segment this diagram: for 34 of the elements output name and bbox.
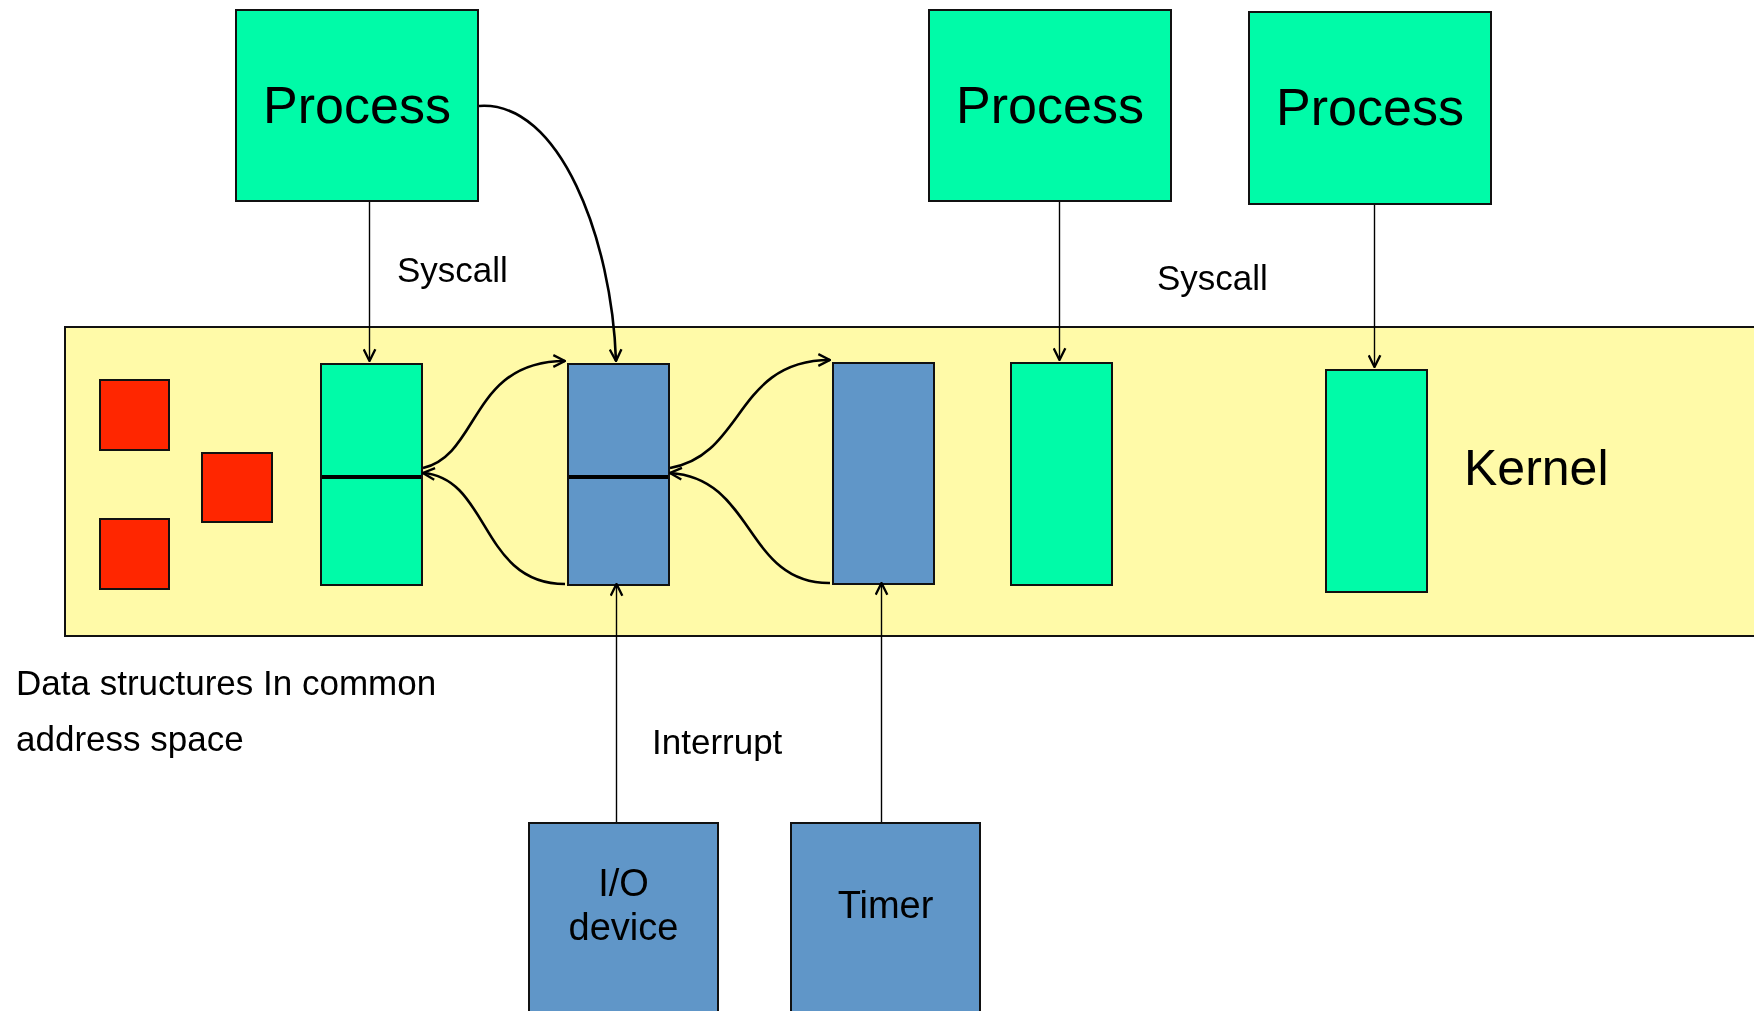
kernel-stack-box xyxy=(1325,369,1428,593)
data-structure-box xyxy=(201,452,273,523)
arrow xyxy=(422,355,567,470)
process-box xyxy=(928,9,1172,202)
data-structure-box xyxy=(99,518,170,590)
device-label: I/O device xyxy=(567,862,680,950)
process-label: Process xyxy=(956,75,1144,136)
device-box xyxy=(790,822,981,1011)
device-label: Timer xyxy=(836,884,935,928)
arrow xyxy=(362,201,377,363)
kernel-stack-box xyxy=(567,363,670,586)
process-box xyxy=(1248,11,1492,205)
arrow xyxy=(1367,204,1382,369)
kernel-label: Kernel xyxy=(1464,440,1609,498)
arrow xyxy=(1052,201,1067,362)
process-label: Process xyxy=(1276,78,1464,138)
device-box xyxy=(528,822,719,1011)
kernel-stack-box xyxy=(320,363,423,586)
interrupt-label: Interrupt xyxy=(652,721,783,763)
note-text: Data structures In common address space xyxy=(16,662,438,760)
arrow xyxy=(874,581,889,823)
arrow xyxy=(668,468,831,585)
process-label: Process xyxy=(263,75,451,136)
kernel-stack-box xyxy=(1010,362,1113,586)
process-box xyxy=(235,9,479,202)
syscall-label: Syscall xyxy=(397,249,508,291)
data-structure-box xyxy=(99,379,170,451)
arrow xyxy=(669,354,832,470)
kernel-band xyxy=(64,326,1754,637)
arrow xyxy=(421,468,566,586)
syscall-label: Syscall xyxy=(1157,257,1268,299)
kernel-stack-box xyxy=(832,362,935,585)
arrow xyxy=(478,104,623,363)
arrow xyxy=(609,582,624,823)
